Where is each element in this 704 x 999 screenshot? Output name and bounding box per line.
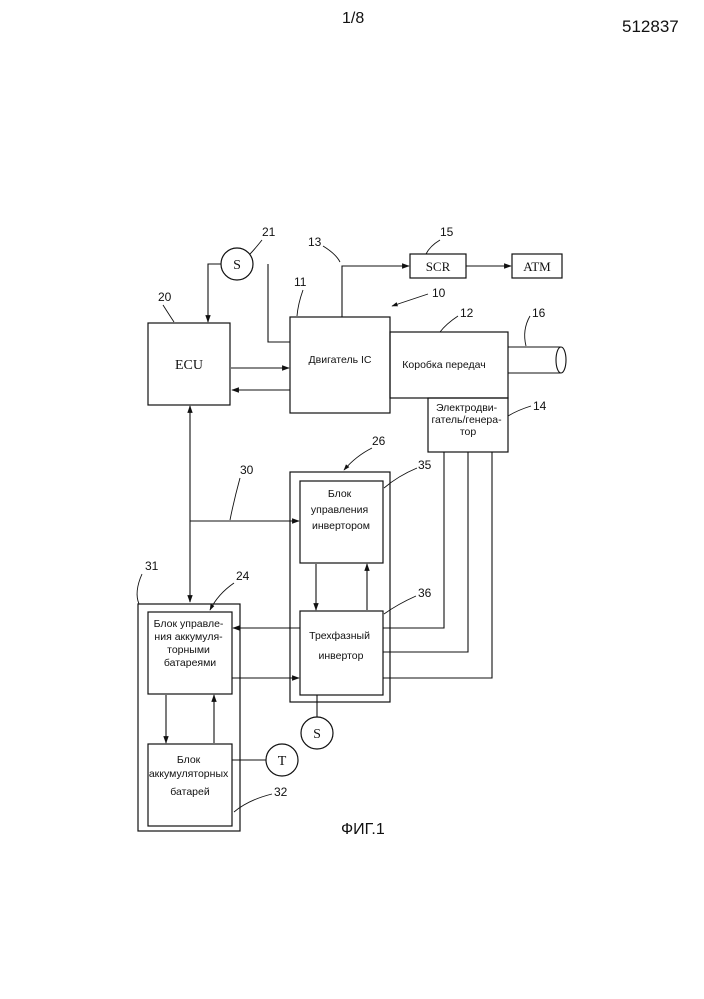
engine-label: Двигатель IC [309,354,372,366]
phase-line-3 [383,452,492,678]
leader-11 [297,290,303,316]
line-engine-to-s [268,264,290,342]
ref-36: 36 [418,586,432,600]
ref-24: 24 [236,569,250,583]
leader-30 [230,478,240,520]
gearbox-label: Коробка передач [402,359,485,371]
ref-21: 21 [262,225,276,239]
ref-13: 13 [308,235,322,249]
phase-line-2 [383,452,468,652]
line-s-to-ecu [208,264,221,322]
ref-14: 14 [533,399,547,413]
ref-35: 35 [418,458,432,472]
atm-label: ATM [523,259,551,274]
ref-30: 30 [240,463,254,477]
ref-32: 32 [274,785,288,799]
shaft-16-end [556,347,566,373]
ref-31: 31 [145,559,159,573]
leader-20 [163,305,174,322]
sensor-s-bottom-label: S [313,727,321,742]
battery-line-3: батарей [170,786,210,798]
ref-20: 20 [158,290,172,304]
leader-35 [384,468,417,488]
leader-36 [384,596,416,614]
battery-control-line-2: ния аккумуля- [154,631,223,643]
battery-line-1: Блок [177,754,201,766]
motor-generator-line-1: Электродви- [436,402,498,414]
ref-11: 11 [294,275,307,289]
leader-12 [440,316,458,332]
ref-15: 15 [440,225,454,239]
leader-14 [508,406,531,416]
inverter-control-line-2: управления [311,504,368,516]
battery-control-line-4: батареями [164,657,216,669]
motor-generator-label: Электродви- гатель/генера- тор [431,402,504,438]
three-phase-inverter-line-2: инвертор [319,650,364,662]
line-engine-to-scr [342,266,409,317]
leader-21 [250,240,262,254]
leader-15 [426,240,440,254]
phase-line-1 [383,452,444,628]
motor-generator-line-3: тор [460,426,477,438]
battery-control-line-3: торными [167,644,210,656]
ref-10: 10 [432,286,446,300]
three-phase-inverter-line-1: Трехфазный [309,630,370,642]
figure-caption: ФИГ.1 [341,821,385,838]
ref-12: 12 [460,306,474,320]
leader-26 [344,448,372,470]
scr-label: SCR [426,259,451,274]
leader-24 [210,583,234,610]
ref-26: 26 [372,434,386,448]
sensor-s-top-label: S [233,258,241,273]
shaft-16 [508,347,561,373]
battery-control-label: Блок управле- ния аккумуля- торными бата… [154,618,227,669]
leader-31 [137,574,142,604]
leader-16 [525,316,530,346]
leader-13 [323,246,340,262]
battery-control-line-1: Блок управле- [154,618,224,630]
leader-10 [392,294,428,306]
inverter-control-line-1: Блок [328,488,352,500]
inverter-control-label: Блок управления инвертором [311,488,371,532]
motor-generator-line-2: гатель/генера- [431,414,502,426]
battery-label: Блок аккумуляторных батарей [149,754,231,798]
three-phase-inverter-label: Трехфазный инвертор [309,630,373,662]
ref-16: 16 [532,306,546,320]
sensor-t-label: T [278,754,287,769]
battery-line-2: аккумуляторных [149,768,229,780]
ecu-label: ECU [175,358,203,373]
inverter-control-line-3: инвертором [312,520,370,532]
